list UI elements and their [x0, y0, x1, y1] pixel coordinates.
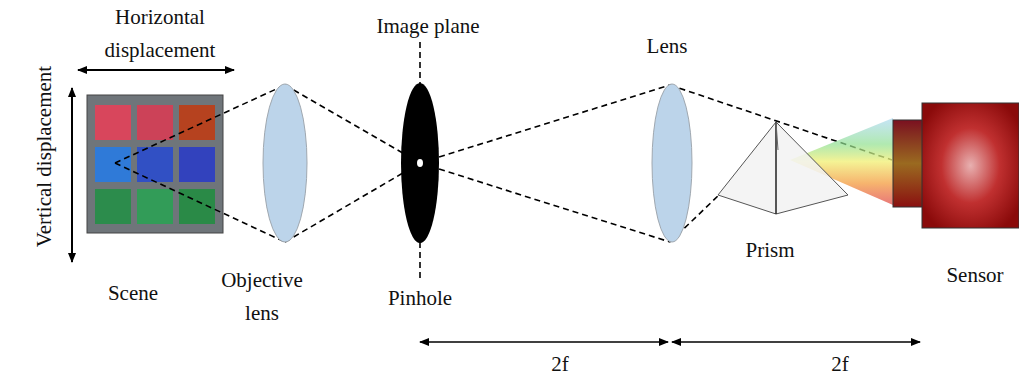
- part-name: Lens: [617, 30, 717, 63]
- dimension-label: 2f: [530, 348, 590, 377]
- axis-label: Horizontal displacement: [65, 1, 255, 67]
- dimension-label: 2f: [810, 348, 870, 377]
- part-name: Scene: [73, 277, 193, 310]
- part-name: Sensor: [931, 259, 1019, 292]
- part-name: Objective lens: [212, 264, 312, 330]
- axis-label: Vertical displacement: [28, 57, 61, 257]
- part-name: Pinhole: [360, 282, 480, 315]
- part-name: Prism: [720, 234, 820, 267]
- part-name: Image plane: [348, 10, 508, 43]
